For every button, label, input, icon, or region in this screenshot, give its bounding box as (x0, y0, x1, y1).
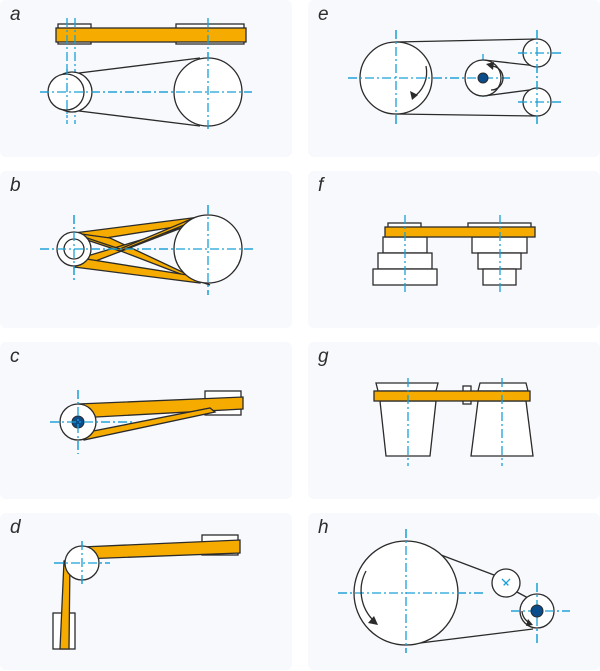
arrow-head (526, 619, 533, 626)
panel-g: g (308, 342, 600, 499)
panel-label: a (10, 4, 21, 25)
belt-strand-upper (62, 57, 201, 76)
panel-a: a (0, 0, 292, 157)
cone-pulley-left-rim (375, 382, 439, 392)
panel-f: f (308, 171, 600, 328)
panel-e: e (308, 0, 600, 157)
panel-h: h (308, 513, 600, 670)
panel-label: c (10, 346, 20, 367)
panel-label: b (10, 175, 21, 196)
diagram-a (40, 18, 252, 132)
rotation-arrow-idler (490, 65, 504, 91)
belt-step-drive (384, 226, 536, 238)
panel-label: f (318, 175, 324, 196)
belt-strand-top (395, 38, 538, 43)
belt-strand-lower (62, 108, 201, 127)
belt-strand-lower (403, 628, 534, 646)
panel-b: b (0, 171, 292, 328)
diagram-f (372, 215, 536, 295)
diagram-b (40, 205, 254, 295)
belt-cone-drive (373, 390, 531, 402)
panel-label: e (318, 4, 329, 25)
belt-strand-inner-upper (483, 59, 538, 67)
panel-c: c (0, 342, 292, 499)
diagram-h (338, 529, 570, 653)
panel-label: h (318, 517, 329, 538)
centerline (501, 578, 511, 588)
diagram-g (373, 378, 534, 466)
belt-horizontal-run (81, 539, 241, 560)
rotation-arrow-large (360, 570, 375, 622)
diagram-d (52, 534, 241, 650)
arrow-head (368, 616, 378, 625)
belt-top-view (55, 27, 247, 43)
hub-dot (477, 72, 489, 84)
panel-label: g (318, 346, 329, 367)
diagram-e (348, 30, 563, 126)
diagram-c (50, 390, 244, 454)
arrow-head (410, 91, 418, 100)
cone-pulley-right-rim (477, 382, 529, 392)
arrow-head (486, 62, 494, 70)
panel-d: d (0, 513, 292, 670)
panel-label: d (10, 517, 21, 538)
belt-strand-bottom (395, 113, 538, 117)
pulley-large (173, 214, 243, 284)
belt-strand-inner-lower (483, 88, 538, 97)
hub-dot (530, 604, 544, 618)
